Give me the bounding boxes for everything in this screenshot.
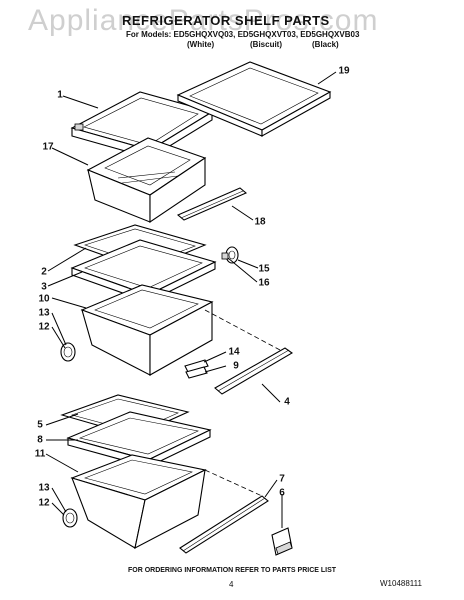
part-19-shelf (176, 61, 332, 137)
document-number: W10488111 (380, 579, 422, 588)
callout-4: 4 (284, 396, 290, 408)
callout-18: 18 (254, 216, 266, 228)
callout-5: 5 (37, 419, 43, 431)
callout-9: 9 (233, 360, 239, 372)
callout-17: 17 (42, 141, 54, 153)
callout-11: 11 (34, 448, 46, 460)
callout-6: 6 (279, 487, 285, 499)
callout-2: 2 (41, 266, 47, 278)
callout-1: 1 (57, 89, 63, 101)
part-10-drawer (80, 284, 214, 376)
callout-12: 12 (38, 321, 50, 333)
part-18-rail (176, 187, 248, 221)
callout-15: 15 (258, 263, 270, 275)
variant-white: (White) (187, 40, 215, 49)
diagram-title: REFRIGERATOR SHELF PARTS (122, 13, 330, 28)
callout-16: 16 (258, 277, 270, 289)
callout-13-lower: 13 (38, 482, 50, 494)
ordering-footer: FOR ORDERING INFORMATION REFER TO PARTS … (127, 567, 337, 574)
watermark: AppliancePartsPros.com (28, 4, 379, 37)
leader-lines (45, 71, 337, 528)
part-9-14-clips (184, 359, 209, 379)
part-7-rail (179, 495, 269, 554)
callout-12-lower: 12 (38, 497, 50, 509)
variant-biscuit: (Biscuit) (250, 40, 282, 49)
part-6-clip (271, 527, 293, 556)
callout-14: 14 (228, 346, 240, 358)
part-15-16-knob (221, 246, 239, 264)
part-17-drawer (86, 137, 207, 224)
part-11-drawer (70, 454, 207, 550)
dash-line-1 (204, 309, 281, 351)
callout-10: 10 (38, 293, 50, 305)
part-12-13-lower-knob (62, 508, 78, 528)
callout-3: 3 (41, 281, 47, 293)
part-4-rail (214, 347, 294, 395)
page-number: 4 (229, 580, 234, 589)
dash-line-2 (204, 469, 263, 497)
models-line: For Models: ED5GHQXVQ03, ED5GHQXVT03, ED… (126, 30, 360, 39)
callout-13: 13 (38, 307, 50, 319)
callout-7: 7 (279, 473, 285, 485)
callout-19: 19 (338, 65, 350, 77)
callout-8: 8 (37, 434, 43, 446)
variant-black: (Black) (312, 40, 339, 49)
